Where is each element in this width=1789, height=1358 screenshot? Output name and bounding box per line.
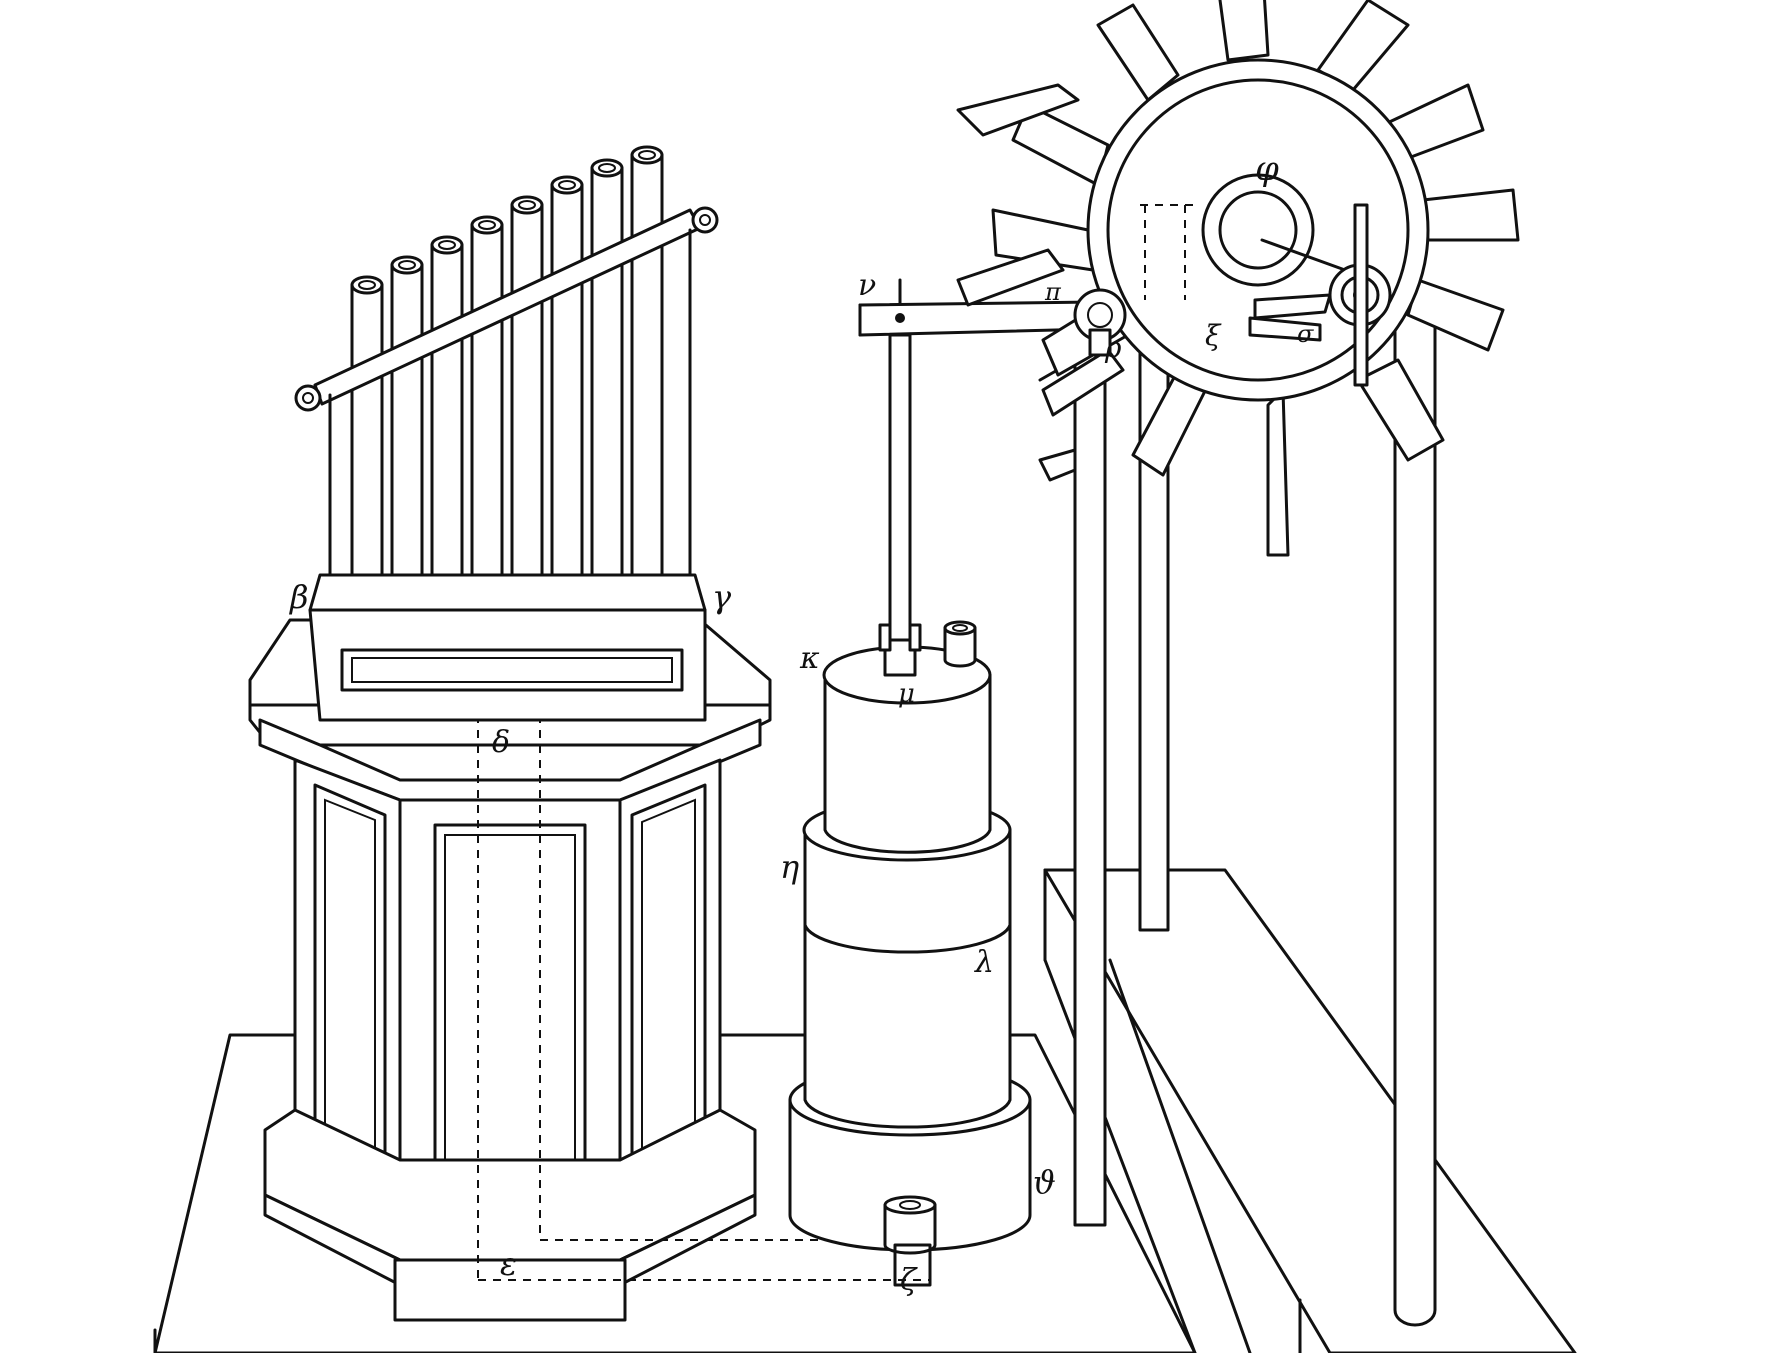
wind-chest: [308, 573, 707, 722]
label-nu: ν: [858, 268, 876, 303]
sail-blade: [956, 83, 1080, 137]
label-omicron: σ: [1297, 320, 1314, 348]
label-rho: ρ: [1104, 331, 1122, 364]
organ-pipe: [430, 235, 464, 577]
sail-blade: [1356, 358, 1445, 462]
sail-blade: [1096, 3, 1180, 102]
sail-blade: [1041, 348, 1125, 417]
label-pi: π: [1044, 278, 1062, 306]
sail-blade: [956, 248, 1065, 307]
sail-blade: [1218, 0, 1270, 62]
organ-pipe: [630, 145, 664, 577]
cam-pegs: [1248, 293, 1332, 342]
label-lambda: λ: [974, 945, 994, 980]
label-mu: μ: [898, 679, 915, 709]
sail-blade: [1421, 188, 1520, 242]
organ-pipe: [510, 195, 544, 577]
figure-labels: β γ δ ε ζ η ϑ κ λ μ ν ξ π ρ φ σ: [289, 149, 1314, 1298]
organ-pipes: [294, 145, 719, 577]
rocker-pivot: [1073, 288, 1127, 357]
sail-blade: [1266, 388, 1290, 557]
outlet-valve: [883, 1195, 937, 1287]
inlet-nozzle: [943, 620, 977, 668]
windmill-wheel: [1073, 58, 1430, 402]
organ-pipe: [550, 175, 584, 577]
organ-pipe: [590, 158, 624, 577]
label-gamma: γ: [712, 578, 732, 616]
organ-pipe: [390, 255, 424, 577]
label-delta: δ: [492, 725, 510, 760]
organ-pipe: [350, 275, 384, 577]
label-epsilon: ε: [500, 1245, 517, 1283]
label-kappa: κ: [799, 641, 820, 676]
organ-pipe: [470, 215, 504, 577]
label-xi-wheel: ξ: [1205, 319, 1222, 352]
label-zeta-base: ζ: [900, 1263, 918, 1298]
label-eta: η: [780, 848, 799, 886]
pump-cylinder: [788, 620, 1032, 1287]
piston-rod: [878, 278, 922, 677]
pipe-support-bar: [294, 206, 719, 577]
label-beta: β: [289, 578, 309, 616]
label-theta: ϑ: [1033, 1163, 1056, 1201]
label-phi: φ: [1255, 149, 1279, 189]
